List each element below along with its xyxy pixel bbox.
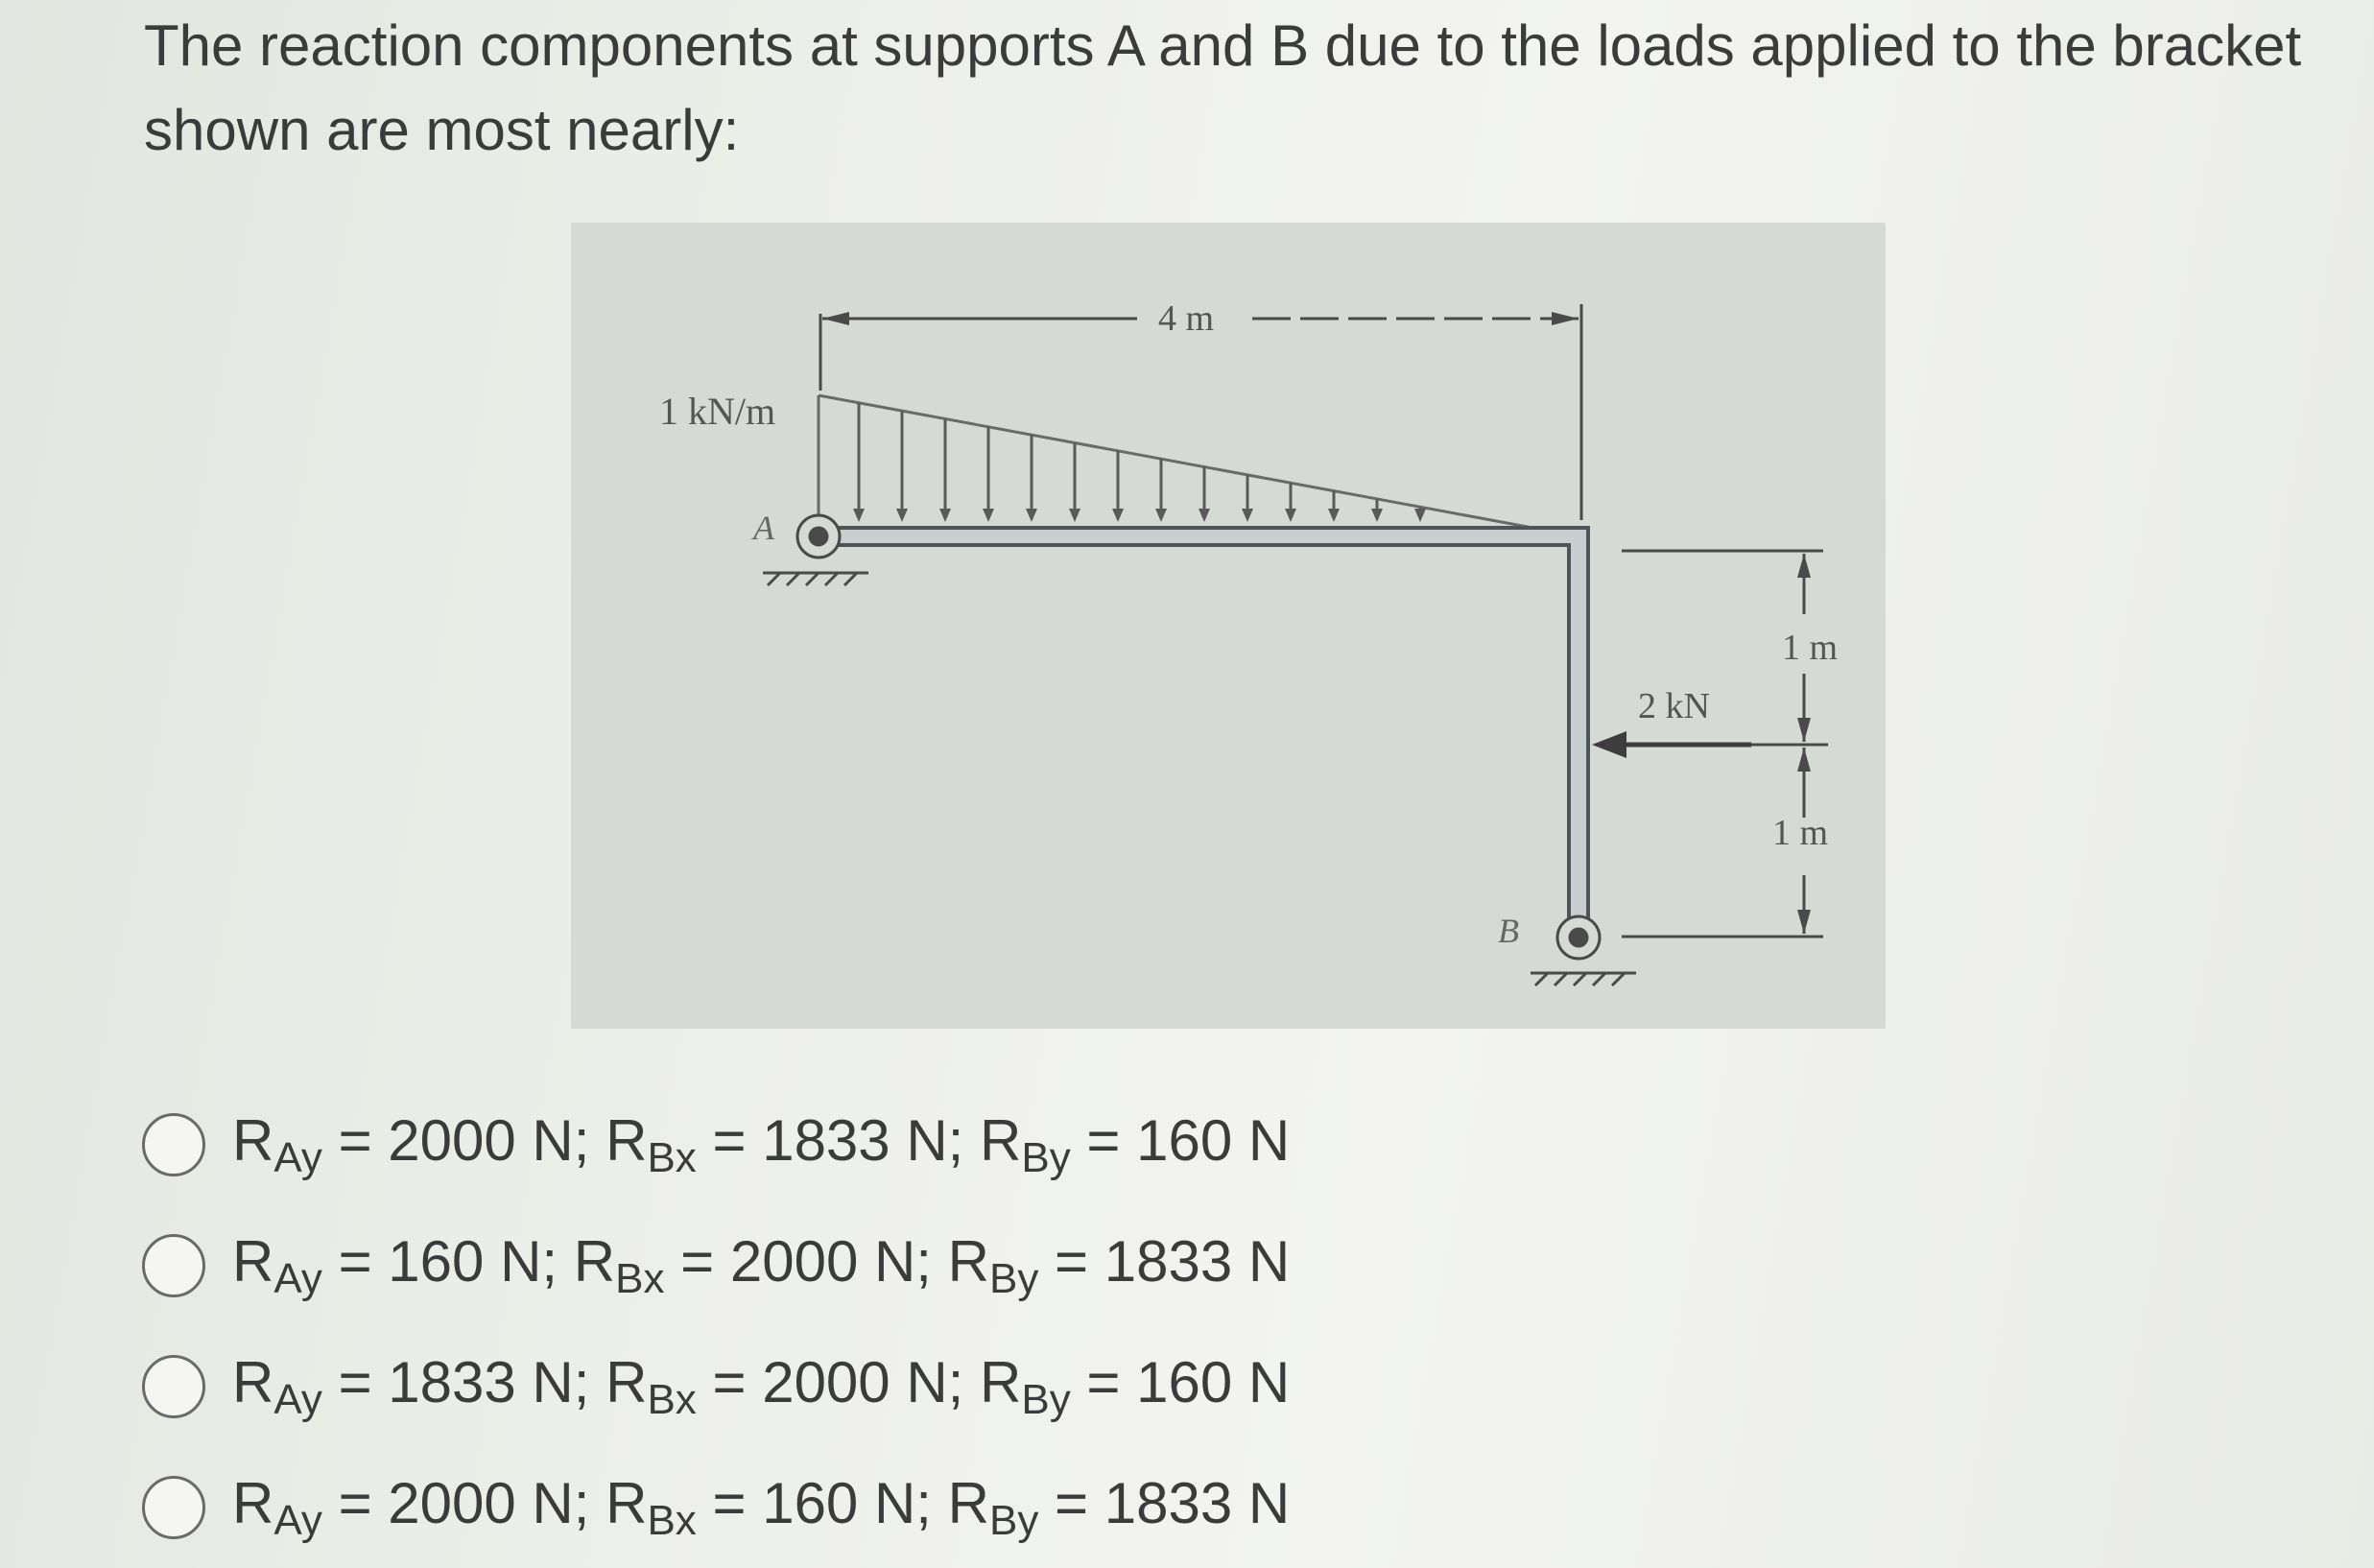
point-load-label: 2 kN xyxy=(1638,686,1710,726)
by-subscript: By xyxy=(1021,1134,1071,1181)
bracket-diagram: 4 m 1 kN/m xyxy=(659,298,1838,987)
r-symbol: R xyxy=(605,1350,648,1414)
bx-value: = 160 N; xyxy=(712,1471,932,1535)
ay-subscript: Ay xyxy=(273,1255,322,1302)
question-line-2: shown are most nearly: xyxy=(144,98,740,162)
by-subscript: By xyxy=(989,1497,1039,1544)
load-arrow-head xyxy=(1285,509,1296,522)
by-value: = 160 N xyxy=(1086,1108,1291,1173)
r-symbol: R xyxy=(605,1471,648,1535)
answer-option-2[interactable]: RAy = 160 N; RBx = 2000 N; RBy = 1833 N xyxy=(142,1205,1581,1326)
load-intensity-label: 1 kN/m xyxy=(659,390,775,433)
lower-height-label: 1 m xyxy=(1772,813,1828,853)
by-subscript: By xyxy=(989,1255,1039,1302)
span-dimension xyxy=(819,304,1583,520)
load-arrow-head xyxy=(1199,509,1210,522)
by-value: = 1833 N xyxy=(1055,1471,1291,1535)
ay-subscript: Ay xyxy=(273,1134,322,1181)
support-b-pin xyxy=(1531,915,1636,987)
bx-subscript: Bx xyxy=(647,1134,697,1181)
bx-value: = 1833 N; xyxy=(712,1108,964,1173)
load-arrow-head xyxy=(1069,509,1080,522)
r-symbol: R xyxy=(232,1350,274,1414)
ay-value: = 2000 N; xyxy=(338,1108,590,1173)
load-arrow-head xyxy=(1155,509,1167,522)
answer-option-4[interactable]: RAy = 2000 N; RBx = 160 N; RBy = 1833 N xyxy=(142,1447,1581,1568)
load-arrow-head xyxy=(1242,509,1253,522)
question-line-1: The reaction components at supports A an… xyxy=(144,13,2302,78)
distributed-load xyxy=(817,393,1570,536)
load-arrow-head xyxy=(853,509,865,522)
bx-subscript: Bx xyxy=(647,1376,697,1423)
ay-value: = 160 N; xyxy=(338,1229,558,1294)
r-symbol: R xyxy=(232,1108,274,1173)
r-symbol: R xyxy=(573,1229,616,1294)
radio-button[interactable] xyxy=(142,1355,205,1418)
r-symbol: R xyxy=(947,1471,989,1535)
ay-subscript: Ay xyxy=(273,1497,322,1544)
load-arrow-head xyxy=(983,509,994,522)
support-a-label: A xyxy=(751,509,775,547)
r-symbol: R xyxy=(980,1108,1022,1173)
load-arrow-head xyxy=(1328,509,1340,522)
support-b-label: B xyxy=(1498,912,1519,950)
answer-option-text: RAy = 1833 N; RBx = 2000 N; RBy = 160 N xyxy=(232,1349,1290,1424)
load-arrows xyxy=(853,402,1426,522)
bx-value: = 2000 N; xyxy=(680,1229,932,1294)
radio-button[interactable] xyxy=(142,1113,205,1176)
radio-button[interactable] xyxy=(142,1234,205,1297)
bracket-frame xyxy=(814,526,1590,939)
span-dimension-label: 4 m xyxy=(1158,298,1214,339)
ay-value: = 1833 N; xyxy=(338,1350,590,1414)
height-dimension xyxy=(1622,549,1828,938)
r-symbol: R xyxy=(232,1229,274,1294)
r-symbol: R xyxy=(980,1350,1022,1414)
answer-option-1[interactable]: RAy = 2000 N; RBx = 1833 N; RBy = 160 N xyxy=(142,1084,1581,1205)
upper-height-label: 1 m xyxy=(1782,628,1838,668)
bx-subscript: Bx xyxy=(615,1255,665,1302)
ay-value: = 2000 N; xyxy=(338,1471,590,1535)
load-arrow-head xyxy=(1371,509,1383,522)
bx-subscript: Bx xyxy=(647,1497,697,1544)
answer-option-text: RAy = 2000 N; RBx = 1833 N; RBy = 160 N xyxy=(232,1107,1290,1182)
load-arrow-head xyxy=(1112,509,1124,522)
question-text: The reaction components at supports A an… xyxy=(144,4,2351,173)
radio-button[interactable] xyxy=(142,1476,205,1539)
answer-option-text: RAy = 160 N; RBx = 2000 N; RBy = 1833 N xyxy=(232,1228,1290,1303)
support-a-pin xyxy=(763,513,868,587)
r-symbol: R xyxy=(947,1229,989,1294)
ay-subscript: Ay xyxy=(273,1376,322,1423)
by-value: = 160 N xyxy=(1086,1350,1291,1414)
r-symbol: R xyxy=(232,1471,274,1535)
load-arrow-head xyxy=(1026,509,1037,522)
load-arrow-head xyxy=(1414,509,1426,522)
load-arrow-head xyxy=(896,509,908,522)
bracket-figure: 4 m 1 kN/m xyxy=(571,223,1886,1029)
point-load-arrow xyxy=(1592,731,1751,758)
answer-option-3[interactable]: RAy = 1833 N; RBx = 2000 N; RBy = 160 N xyxy=(142,1326,1581,1447)
r-symbol: R xyxy=(605,1108,648,1173)
by-subscript: By xyxy=(1021,1376,1071,1423)
answer-options: RAy = 2000 N; RBx = 1833 N; RBy = 160 N … xyxy=(142,1084,1581,1568)
answer-option-text: RAy = 2000 N; RBx = 160 N; RBy = 1833 N xyxy=(232,1470,1290,1545)
bx-value: = 2000 N; xyxy=(712,1350,964,1414)
by-value: = 1833 N xyxy=(1055,1229,1291,1294)
load-arrow-head xyxy=(939,509,951,522)
